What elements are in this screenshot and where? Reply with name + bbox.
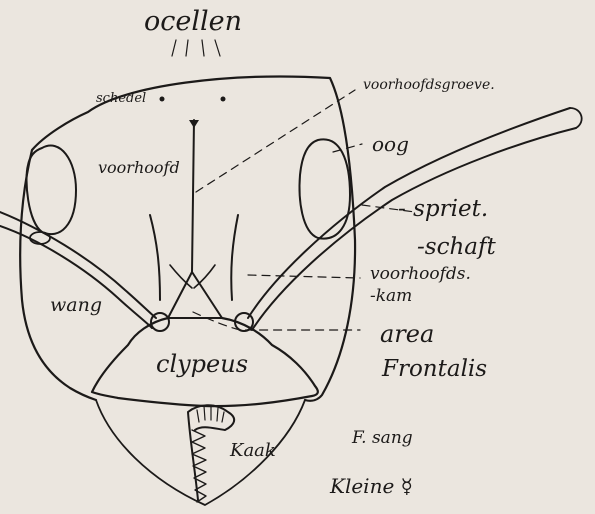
label-voorhoofd: voorhoofd (98, 160, 180, 176)
label-area: area (380, 322, 434, 346)
label-ocellen: ocellen (144, 8, 242, 35)
area-frontalis-triangle (168, 272, 222, 318)
frontal-carina-inner-right (194, 265, 215, 288)
mandible-teeth (192, 430, 206, 502)
label-frontalis: Frontalis (382, 358, 487, 381)
label-voorhoofdskam-line1: voorhoofds. (370, 266, 471, 283)
right-compound-eye (300, 139, 350, 238)
left-compound-eye (27, 146, 76, 235)
label-oog: oog (372, 134, 409, 154)
ocellus-right (221, 97, 226, 102)
label-spriet: - spriet. (398, 198, 488, 221)
leader-area-frontalis (193, 312, 360, 330)
right-antenna-tip (570, 108, 582, 128)
ocellus-left (160, 97, 165, 102)
label-schedel: schedel (96, 92, 146, 105)
frontal-groove (192, 120, 194, 272)
label-wang: wang (50, 296, 102, 315)
leader-voorhoofdskam (248, 275, 360, 278)
ocellen-ticks (172, 40, 220, 56)
label-voorhoofdskam-line2: -kam (370, 288, 412, 305)
label-schaft: -schaft (417, 236, 496, 259)
frontal-carina-right (231, 215, 238, 300)
left-antenna-joint (30, 232, 50, 244)
label-signature: F. sang (352, 430, 413, 447)
frontal-groove-tip (189, 120, 199, 128)
frontal-carina-left (150, 215, 160, 300)
label-kaak: Kaak (230, 442, 276, 460)
label-clypeus: clypeus (156, 352, 248, 376)
label-caption: Kleine ☿ (330, 476, 413, 496)
label-voorhoofdsgroeve: voorhoofdsgroeve. (363, 78, 495, 92)
